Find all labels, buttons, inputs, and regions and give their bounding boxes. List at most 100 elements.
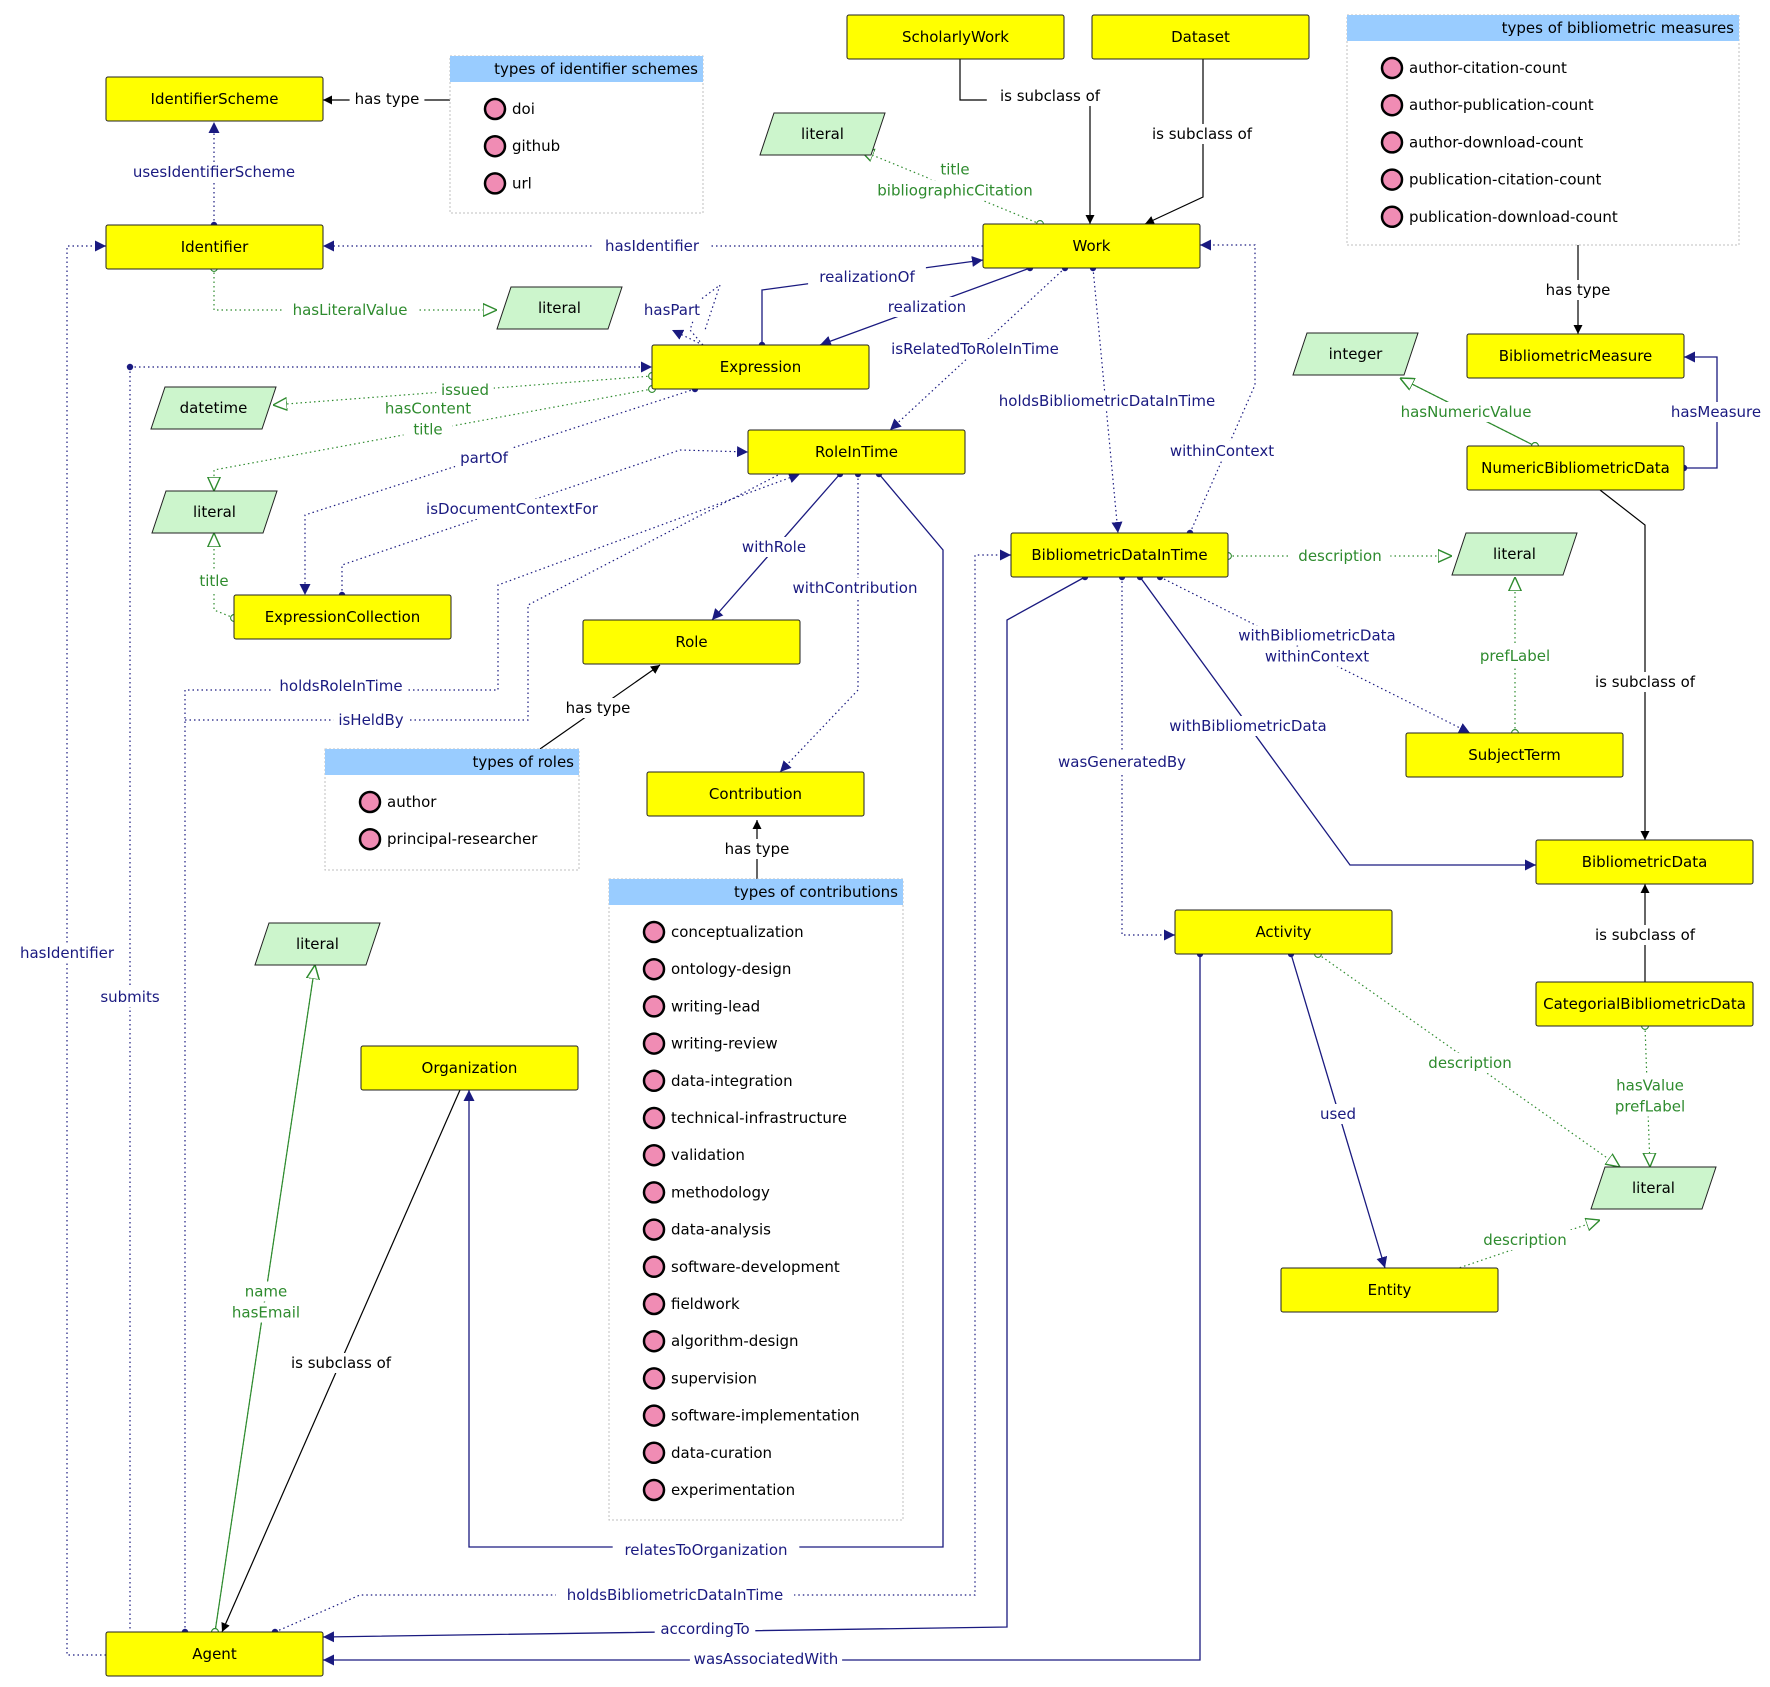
edge-label-text: hasIdentifier — [20, 944, 115, 962]
individual-marker — [1380, 205, 1404, 229]
edge-13 — [1186, 239, 1256, 537]
edge-label-wasAssociatedWith: wasAssociatedWith — [689, 1649, 843, 1669]
class-work: Work — [982, 223, 1201, 269]
edge-label-used: used — [1317, 1104, 1359, 1124]
individual-marker — [642, 1404, 666, 1427]
individual-software-implementation: software-implementation — [671, 1407, 860, 1425]
edge-label-text: withinContext — [1170, 442, 1274, 460]
class-label: ScholarlyWork — [902, 28, 1009, 46]
individual-github: github — [512, 137, 560, 155]
edge-label-text: issued — [441, 381, 489, 399]
individual-technical-infrastructure: technical-infrastructure — [671, 1109, 847, 1127]
class-bibliometric-data: BibliometricData — [1535, 839, 1754, 885]
individual-author-publication-count: author-publication-count — [1409, 96, 1594, 114]
literal-lit-identifier: literal — [496, 286, 623, 330]
class-agent: Agent — [105, 1631, 324, 1677]
edge-label-text: holdsBibliometricDataInTime — [999, 392, 1215, 410]
edge-label-text: hasEmail — [232, 1304, 300, 1322]
edge-12 — [1089, 264, 1123, 534]
individual-publication-download-count: publication-download-count — [1409, 208, 1618, 226]
literal-lit-agent: literal — [254, 922, 381, 966]
literal-lit-work: literal — [759, 112, 886, 156]
edge-label-text: hasContent — [385, 400, 471, 418]
individual-publication-citation-count: publication-citation-count — [1409, 171, 1602, 189]
literal-datetime: datetime — [150, 386, 277, 430]
edge-label-text: realizationOf — [819, 268, 915, 286]
edge-label-withinContext: withinContext — [1163, 441, 1281, 461]
edge-label-categorial-subclass: is subclass of — [1581, 925, 1709, 945]
class-numeric-bibliometric-data: NumericBibliometricData — [1466, 445, 1685, 491]
individual-marker — [642, 1329, 666, 1353]
edge-label-isDocumentContextFor: isDocumentContextFor — [423, 499, 601, 519]
edge-label-text: withBibliometricData — [1169, 717, 1326, 735]
individual-marker — [1380, 131, 1404, 154]
edge-4 — [860, 150, 1040, 224]
edge-label-hasNumericValue: hasNumericValue — [1398, 402, 1534, 422]
edge-label-withRole: withRole — [736, 537, 812, 557]
edge-label-collection-title: title — [189, 571, 239, 591]
edge-label-text: accordingTo — [660, 1620, 749, 1638]
edge-label-text: is subclass of — [1152, 125, 1253, 143]
edge-label-text: realization — [888, 298, 966, 316]
edge-label-realization: realization — [876, 297, 978, 317]
individual-writing-lead: writing-lead — [671, 997, 760, 1015]
edge-label-measures-type: has type — [1540, 280, 1616, 300]
edge-label-text: hasIdentifier — [605, 237, 700, 255]
individual-marker — [358, 827, 382, 851]
class-label: RoleInTime — [815, 443, 898, 461]
individual-validation: validation — [671, 1146, 745, 1164]
edge-label-text: wasGeneratedBy — [1058, 753, 1186, 771]
edge-label-partOf: partOf — [455, 448, 513, 468]
individual-marker — [1380, 168, 1404, 191]
edge-label-text: partOf — [460, 449, 509, 467]
class-scholarly-work: ScholarlyWork — [846, 14, 1065, 60]
edge-label-issued: issued — [436, 380, 494, 400]
individual-methodology: methodology — [671, 1183, 770, 1201]
class-label: BibliometricDataInTime — [1031, 546, 1207, 564]
edge-label-text: holdsBibliometricDataInTime — [567, 1586, 783, 1604]
edge-1 — [1144, 59, 1204, 225]
individual-author: author — [387, 793, 437, 811]
edge-label-text: holdsRoleInTime — [279, 677, 402, 695]
class-organization: Organization — [360, 1045, 579, 1091]
class-dataset: Dataset — [1091, 14, 1310, 60]
literal-label: literal — [1493, 545, 1536, 563]
edge-46 — [322, 573, 1089, 1643]
edge-label-bdit-description: description — [1289, 546, 1391, 566]
edge-label-realizationOf: realizationOf — [808, 267, 926, 287]
edge-label-text: withBibliometricData — [1238, 627, 1395, 645]
individual-marker — [483, 134, 507, 158]
individual-doi: doi — [512, 100, 535, 118]
individual-ontology-design: ontology-design — [671, 960, 791, 978]
edge-label-text: hasNumericValue — [1401, 403, 1532, 421]
edge-label-text: has type — [566, 699, 631, 717]
edge-label-text: is subclass of — [291, 1354, 392, 1372]
class-bibliometric-measure: BibliometricMeasure — [1466, 333, 1685, 379]
individual-experimentation: experimentation — [671, 1481, 795, 1499]
edge-label-schemes-type: has type — [349, 89, 425, 109]
individual-url: url — [512, 174, 532, 192]
class-activity: Activity — [1174, 909, 1393, 955]
individual-marker — [642, 920, 666, 944]
edge-label-text: hasMeasure — [1671, 403, 1761, 421]
edge-label-ds-work: is subclass of — [1138, 124, 1266, 144]
edge-label-withBibliometricData: withBibliometricData — [1159, 716, 1337, 736]
individual-marker — [642, 1478, 666, 1502]
literal-lit-expression: literal — [151, 490, 278, 534]
edge-label-text: used — [1320, 1105, 1356, 1123]
class-label: Expression — [720, 358, 801, 376]
edge-label-text: wasAssociatedWith — [694, 1650, 839, 1668]
individual-author-citation-count: author-citation-count — [1409, 59, 1567, 77]
literal-lit-categorial: literal — [1590, 1166, 1717, 1210]
edge-label-holdsBibliometricDataInTime-agent: holdsBibliometricDataInTime — [555, 1585, 795, 1605]
individual-data-curation: data-curation — [671, 1444, 772, 1462]
individual-fieldwork: fieldwork — [671, 1295, 740, 1313]
individual-marker — [642, 1255, 666, 1279]
edge-label-wasGeneratedBy: wasGeneratedBy — [1058, 752, 1186, 772]
class-label: Work — [1073, 237, 1111, 255]
individual-marker — [642, 1367, 666, 1390]
edge-label-text: has type — [355, 90, 420, 108]
individual-marker — [642, 1143, 666, 1167]
